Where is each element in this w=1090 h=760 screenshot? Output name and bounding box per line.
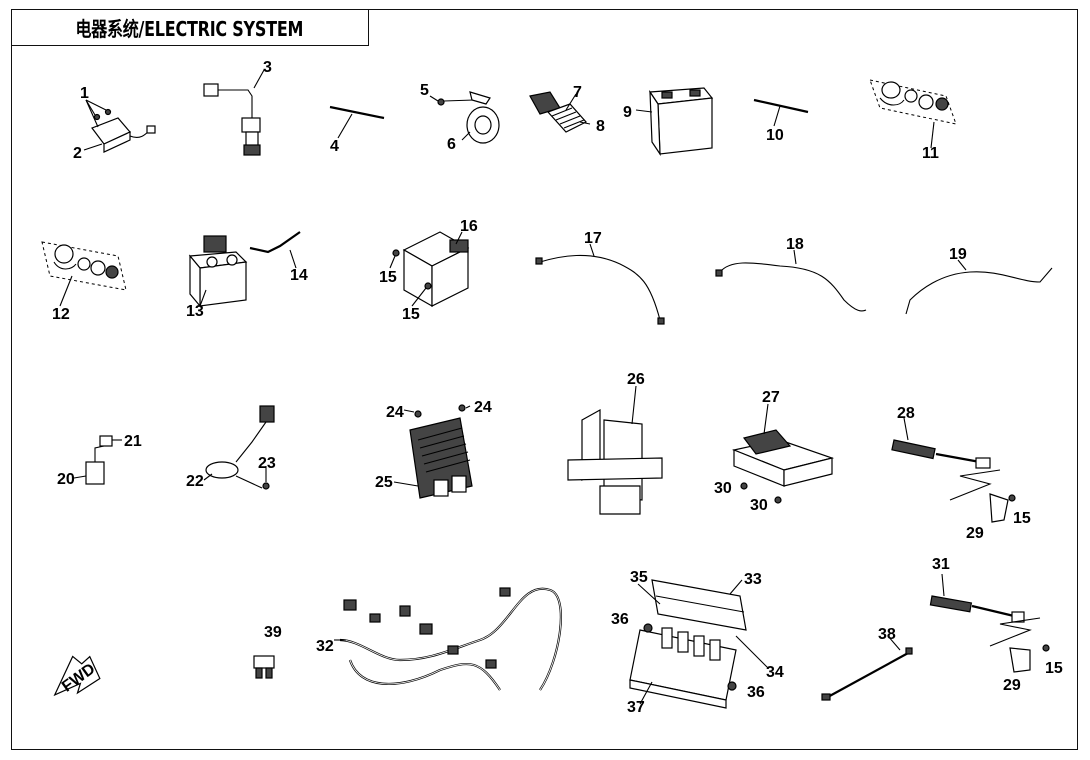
callout-29a: 29 [966,525,984,542]
part-regulator-25 [393,404,473,499]
part-horn-6 [429,91,500,144]
part-fuse-39 [253,655,275,679]
callout-10: 10 [766,127,784,144]
callout-15a: 15 [379,269,397,286]
callout-15b: 15 [402,306,420,323]
callout-36a: 36 [611,611,629,628]
callout-31: 31 [932,556,950,573]
callout-9: 9 [623,104,632,121]
part-starter-relay-13 [188,235,248,308]
page-title: 电器系统/ELECTRIC SYSTEM [75,16,304,41]
callout-19: 19 [949,246,967,263]
callout-38: 38 [878,626,896,643]
part-spark-plug-31 [929,573,1050,673]
part-cable-18 [715,249,867,312]
part-connector-7-8 [529,91,591,133]
callout-30b: 30 [750,497,768,514]
part-kit-11 [869,79,957,149]
part-cable-19 [905,259,1053,315]
part-spark-plug-28 [891,417,1016,523]
part-rod-4 [329,105,385,139]
part-sensor-22 [203,405,275,490]
callout-5: 5 [420,82,429,99]
callout-32: 32 [316,638,334,655]
callout-15c: 15 [1013,510,1031,527]
part-harness-32 [334,587,562,691]
part-module-16 [389,231,470,308]
callout-3: 3 [263,59,272,76]
part-bracket-26 [567,385,663,515]
callout-1: 1 [80,85,89,102]
callout-11: 11 [922,145,939,162]
callout-26: 26 [627,371,645,388]
part-fuse-box-37 [629,579,769,709]
part-sensor-3 [203,69,265,156]
callout-36b: 36 [747,684,765,701]
callout-24a: 24 [386,404,404,421]
title-box: 电器系统/ELECTRIC SYSTEM [11,9,369,46]
callout-34: 34 [766,664,784,681]
callout-14: 14 [290,267,308,284]
callout-7: 7 [573,84,582,101]
callout-6: 6 [447,136,456,153]
callout-21: 21 [124,433,142,450]
part-cable-17 [535,243,665,325]
callout-18: 18 [786,236,804,253]
diagram-frame [11,9,1078,750]
callout-8: 8 [596,118,605,135]
callout-4: 4 [330,138,339,155]
callout-27: 27 [762,389,780,406]
callout-16: 16 [460,218,478,235]
callout-29b: 29 [1003,677,1021,694]
callout-23: 23 [258,455,276,472]
callout-2: 2 [73,145,82,162]
callout-33: 33 [744,571,762,588]
callout-35: 35 [630,569,648,586]
part-wire-10 [753,98,809,127]
part-kit-12 [41,241,127,307]
fwd-arrow [53,655,101,697]
part-cable-14 [249,231,301,269]
callout-20: 20 [57,471,75,488]
callout-15d: 15 [1045,660,1063,677]
part-relay-20 [73,435,122,485]
callout-25: 25 [375,474,393,491]
callout-labels: 1 2 3 4 5 6 7 8 9 10 11 12 13 14 15 15 1… [52,59,1063,716]
part-ecu-27 [731,403,835,504]
callout-13: 13 [186,303,204,320]
part-battery-9 [635,87,714,157]
callout-17: 17 [584,230,602,247]
callout-37: 37 [627,699,645,716]
callout-12: 12 [52,306,70,323]
callout-28: 28 [897,405,915,422]
callout-22: 22 [186,473,204,490]
callout-39: 39 [264,624,282,641]
part-relay-1 [83,99,156,153]
callout-30a: 30 [714,480,732,497]
callout-24b: 24 [474,399,492,416]
part-cable-38 [821,635,913,701]
